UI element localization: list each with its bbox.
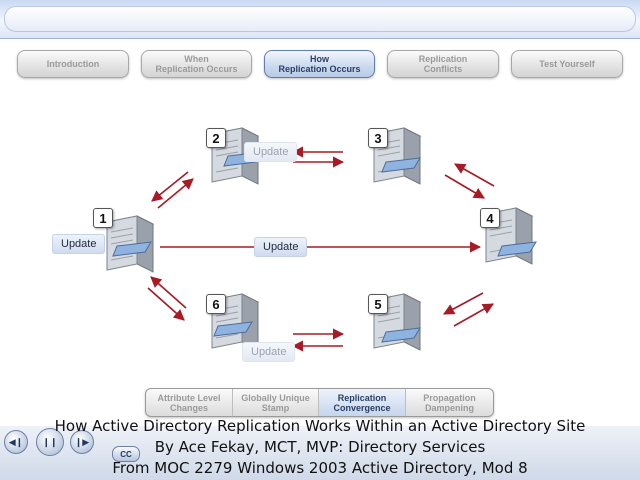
- replication-arrows: [147, 146, 495, 352]
- caption-line-3: From MOC 2279 Windows 2003 Active Direct…: [112, 459, 528, 477]
- sub-tab-globally-unique-stamp[interactable]: Globally Unique Stamp: [233, 389, 319, 416]
- tab-replication-conflicts-label: Replication Conflicts: [418, 54, 468, 74]
- sub-tab-label: Globally Unique Stamp: [241, 392, 310, 413]
- server-1: 1: [93, 208, 157, 283]
- closed-caption-button[interactable]: CC: [112, 446, 140, 462]
- server-number-badge: 6: [206, 294, 226, 314]
- update-label-origin: Update: [52, 234, 106, 254]
- sub-tab-label: Attribute Level Changes: [157, 392, 221, 413]
- server-number-badge: 2: [206, 128, 226, 148]
- tab-test-yourself[interactable]: Test Yourself: [511, 50, 623, 78]
- top-title-bar: [0, 0, 640, 39]
- arrow-6-to-1: [150, 276, 187, 309]
- tab-introduction[interactable]: Introduction: [17, 50, 129, 78]
- server-number-badge: 1: [93, 208, 113, 228]
- server-icon: [105, 215, 155, 273]
- arrow-2-to-1: [151, 171, 189, 202]
- server-number-badge: 3: [368, 128, 388, 148]
- tab-replication-conflicts[interactable]: Replication Conflicts: [387, 50, 499, 78]
- server-4: 4: [480, 206, 544, 275]
- server-icon: [484, 207, 537, 265]
- arrow-3-to-4: [444, 174, 485, 199]
- caption-line-1: How Active Directory Replication Works W…: [54, 417, 586, 435]
- update-label-at-2: Update: [244, 142, 298, 162]
- update-label-at-6: Update: [242, 342, 296, 362]
- sub-tab-bar: Attribute Level Changes Globally Unique …: [145, 388, 494, 417]
- sub-tab-attribute-level-changes[interactable]: Attribute Level Changes: [146, 389, 233, 416]
- sub-tab-propagation-dampening[interactable]: Propagation Dampening: [406, 389, 493, 416]
- sub-tab-label: Propagation Dampening: [423, 392, 476, 413]
- skip-forward-icon[interactable]: ❙▶: [70, 430, 94, 454]
- top-title-bar-inner: [4, 6, 636, 32]
- server-3: 3: [368, 126, 432, 195]
- pause-icon[interactable]: ❙❙: [36, 428, 64, 456]
- arrow-4-to-3: [454, 163, 495, 187]
- arrow-1-to-6: [147, 287, 185, 321]
- update-label-to-4: Update: [254, 237, 308, 257]
- arrow-5-to-4: [453, 303, 494, 327]
- sub-tab-replication-convergence[interactable]: Replication Convergence: [319, 389, 406, 416]
- server-number-badge: 4: [480, 208, 500, 228]
- arrow-1-to-2: [157, 178, 194, 209]
- tab-how-replication-occurs-label: How Replication Occurs: [278, 54, 361, 74]
- tab-introduction-label: Introduction: [46, 59, 100, 69]
- server-number-badge: 5: [368, 294, 388, 314]
- skip-back-icon[interactable]: ◀❙: [4, 430, 28, 454]
- media-player-bar: [0, 426, 640, 480]
- server-5: 5: [368, 292, 432, 361]
- tab-when-replication-occurs-label: When Replication Occurs: [155, 54, 238, 74]
- tab-how-replication-occurs[interactable]: How Replication Occurs: [264, 50, 375, 78]
- arrow-4-to-5: [443, 292, 484, 315]
- replication-diagram: 1 2 3 4: [0, 80, 640, 390]
- caption-line-2: By Ace Fekay, MCT, MVP: Directory Servic…: [154, 438, 486, 456]
- sub-tab-label: Replication Convergence: [333, 392, 391, 413]
- tab-when-replication-occurs[interactable]: When Replication Occurs: [141, 50, 252, 78]
- tab-test-yourself-label: Test Yourself: [539, 59, 595, 69]
